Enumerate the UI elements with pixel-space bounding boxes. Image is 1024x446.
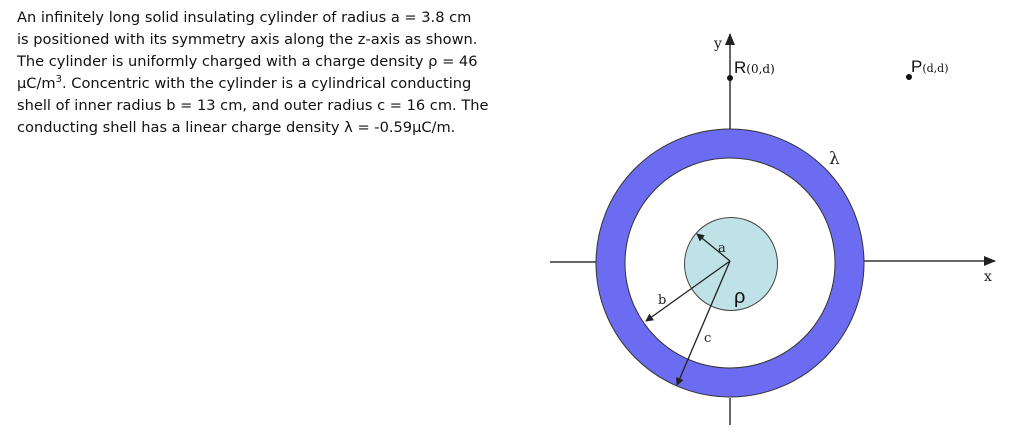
point-R-coords: (0,d) xyxy=(746,62,775,76)
point-R-label: R(0,d) xyxy=(734,58,775,77)
point-P-label: P(d,d) xyxy=(911,57,949,76)
lambda-label: λ xyxy=(829,149,840,169)
problem-line: conducting shell has a linear charge den… xyxy=(17,119,456,136)
problem-line: An infinitely long solid insulating cyli… xyxy=(17,9,472,26)
unit-text: μC/m xyxy=(17,75,56,92)
problem-line: shell of inner radius b = 13 cm, and out… xyxy=(17,97,489,114)
problem-line: is positioned with its symmetry axis alo… xyxy=(17,31,478,48)
radius-c-arrow xyxy=(676,260,731,386)
radius-a-arrow xyxy=(696,233,731,262)
problem-line-rest: . Concentric with the cylinder is a cyli… xyxy=(61,75,472,92)
radius-b-arrow xyxy=(645,260,731,322)
point-P-coords: (d,d) xyxy=(922,62,948,75)
point-P-dot xyxy=(906,74,912,80)
point-P-letter: P xyxy=(911,57,922,76)
point-R-letter: R xyxy=(734,58,746,77)
problem-text: An infinitely long solid insulating cyli… xyxy=(17,7,488,139)
superscript: 3 xyxy=(55,74,62,86)
insulating-cylinder xyxy=(684,217,778,311)
radius-c-label: c xyxy=(704,331,711,346)
problem-line: The cylinder is uniformly charged with a… xyxy=(17,53,478,70)
problem-line: μC/m3. Concentric with the cylinder is a… xyxy=(17,73,488,95)
y-axis-label: y xyxy=(713,36,722,52)
radius-b-label: b xyxy=(658,293,666,308)
rho-label: ρ xyxy=(734,286,745,308)
radius-a-label: a xyxy=(718,241,726,256)
x-axis-label: x xyxy=(984,269,992,285)
point-R-dot xyxy=(727,75,733,81)
